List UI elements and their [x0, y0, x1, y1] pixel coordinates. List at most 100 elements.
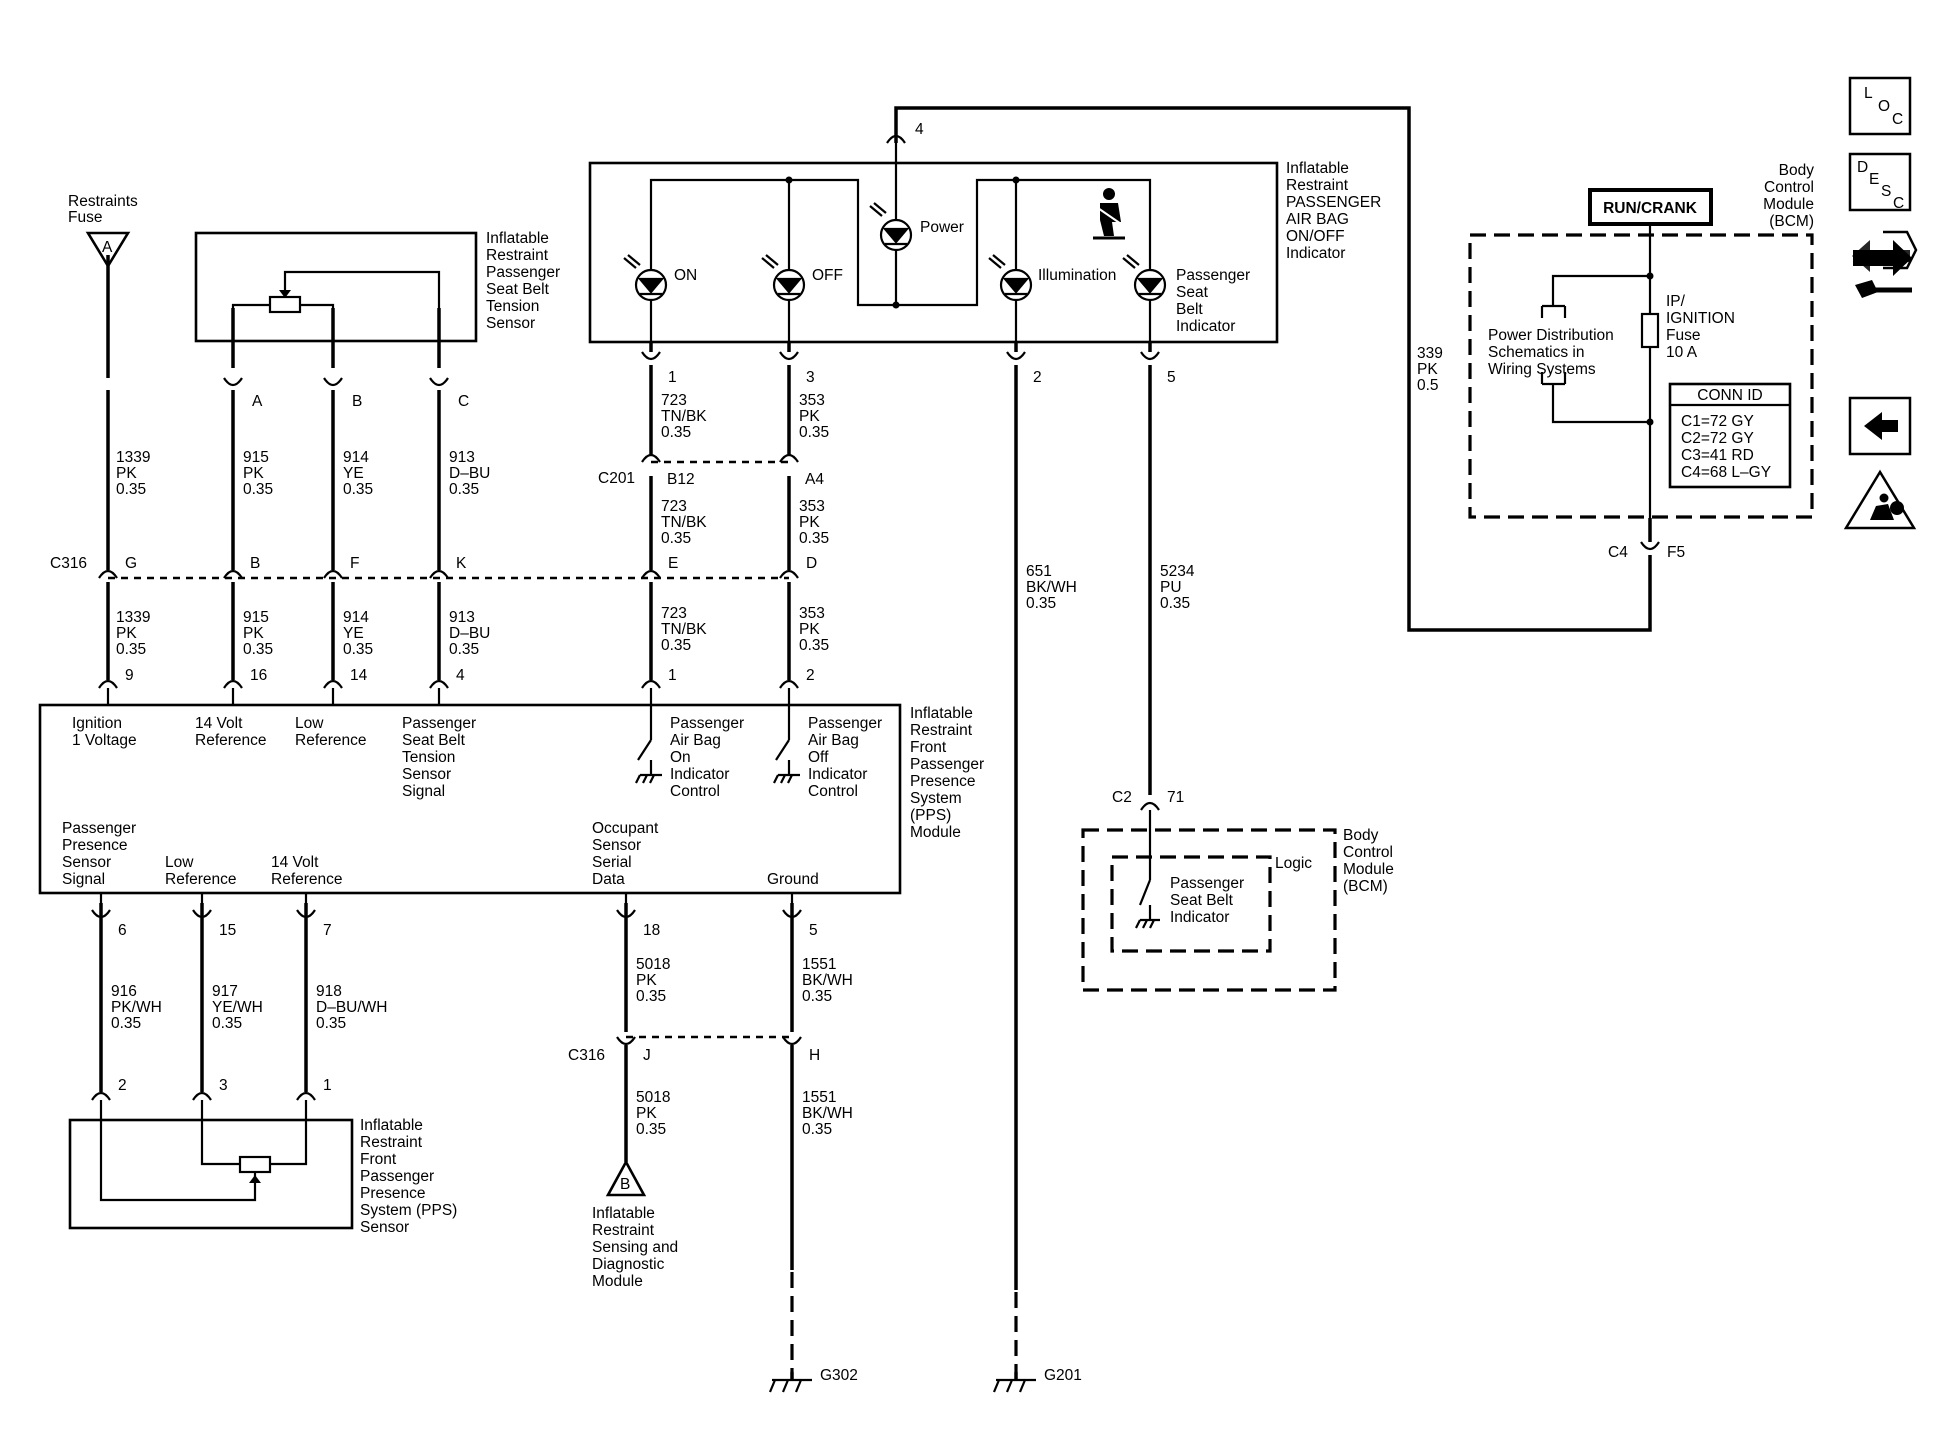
svg-text:1339: 1339 — [116, 449, 150, 466]
svg-text:Inflatable: Inflatable — [1286, 160, 1349, 177]
svg-text:14: 14 — [350, 667, 368, 684]
svg-text:System (PPS): System (PPS) — [360, 1202, 457, 1219]
svg-text:Control: Control — [670, 783, 720, 800]
pps-sensor: Inflatable Restraint Front Passenger Pre… — [68, 1100, 457, 1236]
svg-text:0.35: 0.35 — [1160, 595, 1190, 612]
svg-text:1: 1 — [668, 369, 677, 386]
svg-text:Reference: Reference — [165, 871, 237, 888]
svg-text:E: E — [668, 555, 678, 572]
desc-icon[interactable]: D E S C — [1848, 152, 1912, 212]
svg-text:Belt: Belt — [1176, 301, 1203, 318]
svg-text:0.35: 0.35 — [343, 481, 373, 498]
svg-text:5234: 5234 — [1160, 563, 1195, 580]
svg-text:5: 5 — [809, 922, 818, 939]
svg-text:YE: YE — [343, 625, 364, 642]
svg-text:1: 1 — [668, 667, 677, 684]
svg-text:C201: C201 — [598, 470, 635, 487]
svg-text:Fuse: Fuse — [68, 209, 102, 226]
svg-text:TN/BK: TN/BK — [661, 621, 707, 638]
svg-text:2: 2 — [1033, 369, 1042, 386]
svg-text:PASSENGER: PASSENGER — [1286, 194, 1381, 211]
svg-text:C3=41 RD: C3=41 RD — [1681, 447, 1754, 464]
svg-text:Indicator: Indicator — [1286, 245, 1345, 262]
svg-text:C2: C2 — [1112, 789, 1132, 806]
svg-text:(BCM): (BCM) — [1769, 213, 1814, 230]
airbag-warning-icon[interactable] — [1843, 469, 1917, 530]
ground-g302: G302 — [768, 1367, 858, 1393]
svg-text:E: E — [1869, 171, 1879, 188]
svg-text:917: 917 — [212, 983, 238, 1000]
svg-text:Schematics in: Schematics in — [1488, 344, 1584, 361]
svg-text:A: A — [102, 239, 113, 256]
svg-text:PK: PK — [243, 465, 264, 482]
svg-text:Sensor: Sensor — [402, 766, 451, 783]
svg-text:Inflatable: Inflatable — [360, 1117, 423, 1134]
svg-text:0.35: 0.35 — [661, 530, 691, 547]
svg-text:PK: PK — [799, 514, 820, 531]
svg-text:0.35: 0.35 — [802, 1121, 832, 1138]
svg-text:Sensor: Sensor — [62, 854, 111, 871]
svg-text:Signal: Signal — [62, 871, 105, 888]
svg-text:K: K — [456, 555, 467, 572]
svg-text:TN/BK: TN/BK — [661, 408, 707, 425]
svg-text:Air Bag: Air Bag — [670, 732, 721, 749]
led-illumination — [988, 254, 1033, 302]
svg-text:9: 9 — [125, 667, 134, 684]
svg-text:0.35: 0.35 — [116, 481, 146, 498]
svg-text:Restraint: Restraint — [360, 1134, 423, 1151]
svg-text:Reference: Reference — [271, 871, 343, 888]
svg-text:D–BU: D–BU — [449, 625, 490, 642]
svg-text:Indicator: Indicator — [1176, 318, 1235, 335]
svg-text:Occupant: Occupant — [592, 820, 659, 837]
svg-text:723: 723 — [661, 605, 687, 622]
svg-text:723: 723 — [661, 392, 687, 409]
svg-text:C: C — [458, 393, 469, 410]
svg-text:Sensor: Sensor — [360, 1219, 409, 1236]
svg-text:0.35: 0.35 — [661, 637, 691, 654]
svg-text:B: B — [620, 1176, 630, 1193]
svg-text:0.35: 0.35 — [1026, 595, 1056, 612]
svg-text:3: 3 — [219, 1077, 228, 1094]
svg-text:0.35: 0.35 — [111, 1015, 141, 1032]
svg-text:Power: Power — [920, 219, 964, 236]
svg-text:Seat Belt: Seat Belt — [402, 732, 466, 749]
svg-text:0.35: 0.35 — [116, 641, 146, 658]
svg-text:C316: C316 — [50, 555, 87, 572]
svg-text:Inflatable: Inflatable — [592, 1205, 655, 1222]
svg-text:913: 913 — [449, 449, 475, 466]
svg-text:6: 6 — [118, 922, 127, 939]
svg-text:Control: Control — [1764, 179, 1814, 196]
svg-text:0.35: 0.35 — [243, 641, 273, 658]
svg-text:Restraint: Restraint — [910, 722, 973, 739]
svg-text:Reference: Reference — [195, 732, 267, 749]
connector-end-view-icon[interactable] — [1852, 230, 1918, 298]
svg-text:Indicator: Indicator — [1170, 909, 1229, 926]
svg-text:ON/OFF: ON/OFF — [1286, 228, 1345, 245]
svg-text:1: 1 — [323, 1077, 332, 1094]
svg-text:B: B — [250, 555, 260, 572]
svg-text:C2=72 GY: C2=72 GY — [1681, 430, 1754, 447]
svg-text:Control: Control — [808, 783, 858, 800]
svg-text:339: 339 — [1417, 345, 1443, 362]
seat-belt-tension-sensor: Inflatable Restraint Passenger Seat Belt… — [194, 230, 560, 368]
svg-text:1551: 1551 — [802, 1089, 836, 1106]
led-power — [869, 202, 913, 252]
svg-text:G: G — [125, 555, 137, 572]
loc-icon[interactable]: L O C — [1848, 76, 1912, 136]
back-arrow-icon[interactable] — [1848, 396, 1912, 456]
svg-text:(PPS): (PPS) — [910, 807, 951, 824]
svg-text:A4: A4 — [805, 471, 824, 488]
seat-belt-symbol-icon — [1093, 188, 1125, 240]
svg-text:914: 914 — [343, 609, 369, 626]
svg-text:PK/WH: PK/WH — [111, 999, 162, 1016]
svg-text:915: 915 — [243, 449, 269, 466]
svg-text:1339: 1339 — [116, 609, 150, 626]
svg-text:Presence: Presence — [62, 837, 127, 854]
svg-text:H: H — [809, 1047, 820, 1064]
svg-text:Body: Body — [1343, 827, 1379, 844]
svg-text:Module: Module — [910, 824, 961, 841]
svg-text:915: 915 — [243, 609, 269, 626]
svg-text:Module: Module — [1763, 196, 1814, 213]
